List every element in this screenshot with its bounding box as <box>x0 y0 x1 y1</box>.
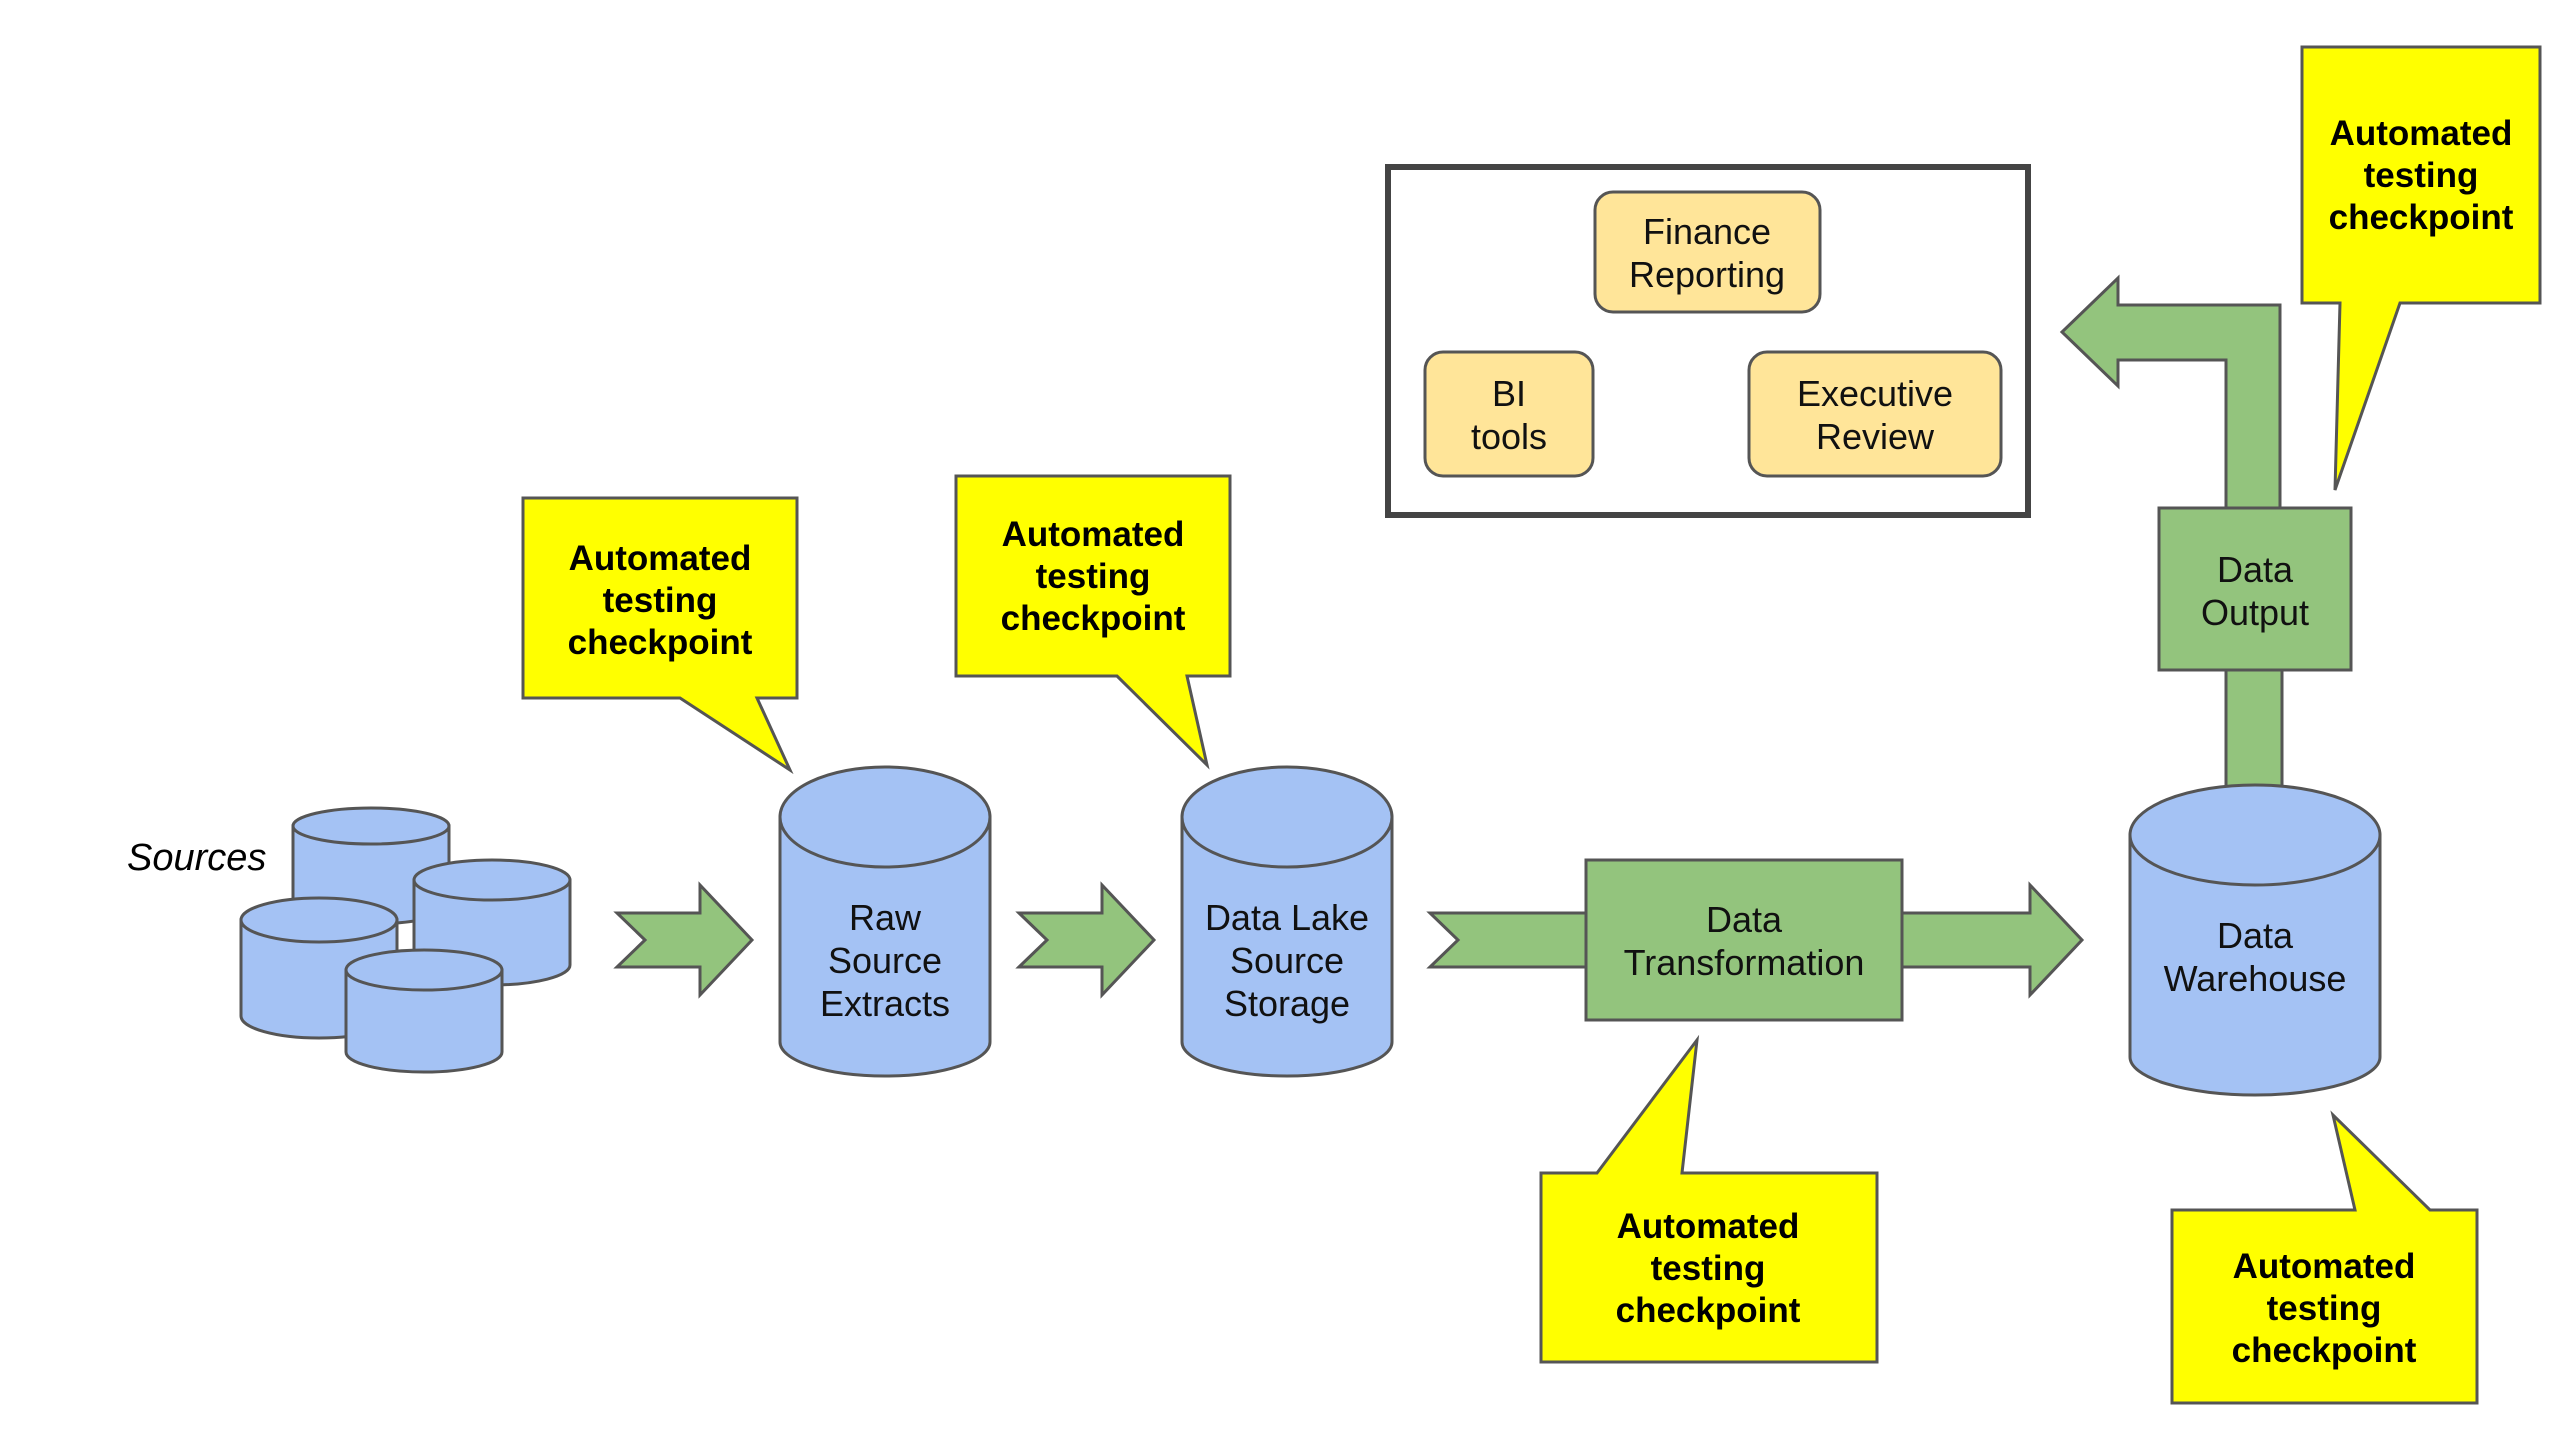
source-db-2-top <box>412 858 572 902</box>
callout-2-line-1: Automated <box>1002 515 1185 554</box>
consumers-frame: Finance Reporting BI tools Executive Rev… <box>1385 164 2031 518</box>
callout-5-line-2: testing <box>2364 156 2479 195</box>
callout-3-shape <box>1539 1034 1879 1364</box>
raw-source-extracts-db: Raw Source Extracts <box>778 765 992 1078</box>
callout-4-line-2: testing <box>2267 1289 2382 1328</box>
callout-5-shape <box>2300 45 2542 491</box>
data-warehouse-db: Data Warehouse <box>2128 783 2382 1097</box>
callout-checkpoint-output: Automated testing checkpoint <box>2300 45 2542 491</box>
data-warehouse-label-line-2: Warehouse <box>2164 958 2347 999</box>
callout-3-line-3: checkpoint <box>1616 1291 1801 1330</box>
finance-reporting-label-line-2: Reporting <box>1629 254 1785 295</box>
callout-4-shape <box>2170 1110 2479 1405</box>
callout-4-line-3: checkpoint <box>2232 1331 2417 1370</box>
executive-review-label-line-1: Executive <box>1797 373 1953 414</box>
callout-3-line-2: testing <box>1651 1249 1766 1288</box>
callout-5-line-3: checkpoint <box>2329 198 2514 237</box>
finance-reporting-label-line-1: Finance <box>1643 211 1771 252</box>
bi-tools-label-line-1: BI <box>1492 373 1526 414</box>
raw-extracts-body <box>778 815 992 1078</box>
data-warehouse-top <box>2128 783 2382 887</box>
callout-checkpoint-raw-extracts: Automated testing checkpoint <box>521 496 799 775</box>
callout-1-line-1: Automated <box>569 539 752 578</box>
raw-extracts-label-line-3: Extracts <box>820 983 950 1024</box>
callout-1-line-2: testing <box>603 581 718 620</box>
callout-5-line-1: Automated <box>2330 114 2513 153</box>
callout-checkpoint-data-lake: Automated testing checkpoint <box>954 474 1232 770</box>
data-lake-label-line-2: Source <box>1230 940 1344 981</box>
data-output-box: Data Output <box>2157 506 2353 672</box>
bi-tools-rect <box>1423 350 1595 478</box>
source-db-4-top <box>344 948 504 992</box>
source-db-3-top <box>239 896 399 944</box>
callout-1-line-3: checkpoint <box>568 623 753 662</box>
executive-review-box: Executive Review <box>1747 350 2003 478</box>
data-warehouse-label-line-1: Data <box>2217 915 2294 956</box>
data-output-rect <box>2157 506 2353 672</box>
callout-3-line-1: Automated <box>1617 1207 1800 1246</box>
source-db-4-body <box>344 968 504 1074</box>
callout-1-shape <box>521 496 799 775</box>
bi-tools-box: BI tools <box>1423 350 1595 478</box>
data-lake-label-line-1: Data Lake <box>1205 897 1369 938</box>
callout-2-shape <box>954 474 1232 770</box>
callout-checkpoint-transformation: Automated testing checkpoint <box>1539 1034 1879 1364</box>
data-transformation-label-line-2: Transformation <box>1624 942 1865 983</box>
bi-tools-label-line-2: tools <box>1471 416 1547 457</box>
finance-reporting-rect <box>1593 190 1822 314</box>
arrow-lake-to-transformation <box>1426 911 1588 969</box>
data-lake-storage-db: Data Lake Source Storage <box>1180 765 1394 1078</box>
arrow-transformation-to-warehouse <box>1900 881 2085 999</box>
data-output-label-line-2: Output <box>2201 592 2309 633</box>
source-db-1-top <box>291 806 451 846</box>
callout-2-line-3: checkpoint <box>1001 599 1186 638</box>
data-output-label-line-1: Data <box>2217 549 2294 590</box>
arrow-sources-to-raw <box>613 881 755 999</box>
finance-reporting-box: Finance Reporting <box>1593 190 1822 314</box>
data-transformation-label-line-1: Data <box>1706 899 1783 940</box>
callout-2-line-2: testing <box>1036 557 1151 596</box>
data-warehouse-body <box>2128 833 2382 1097</box>
executive-review-rect <box>1747 350 2003 478</box>
data-lake-top <box>1180 765 1394 869</box>
data-lake-body <box>1180 815 1394 1078</box>
raw-extracts-label-line-1: Raw <box>849 897 922 938</box>
arrow-output-to-consumers <box>2059 274 2282 510</box>
source-database-front <box>344 948 504 1074</box>
data-transformation-rect <box>1584 858 1904 1022</box>
callout-4-line-1: Automated <box>2233 1247 2416 1286</box>
data-transformation-box: Data Transformation <box>1584 858 1904 1022</box>
executive-review-label-line-2: Review <box>1816 416 1935 457</box>
sources-label: Sources <box>127 837 266 879</box>
data-lake-label-line-3: Storage <box>1224 983 1350 1024</box>
raw-extracts-label-line-2: Source <box>828 940 942 981</box>
arrow-raw-to-lake <box>1015 881 1157 999</box>
raw-extracts-top <box>778 765 992 869</box>
callout-checkpoint-warehouse: Automated testing checkpoint <box>2170 1110 2479 1405</box>
